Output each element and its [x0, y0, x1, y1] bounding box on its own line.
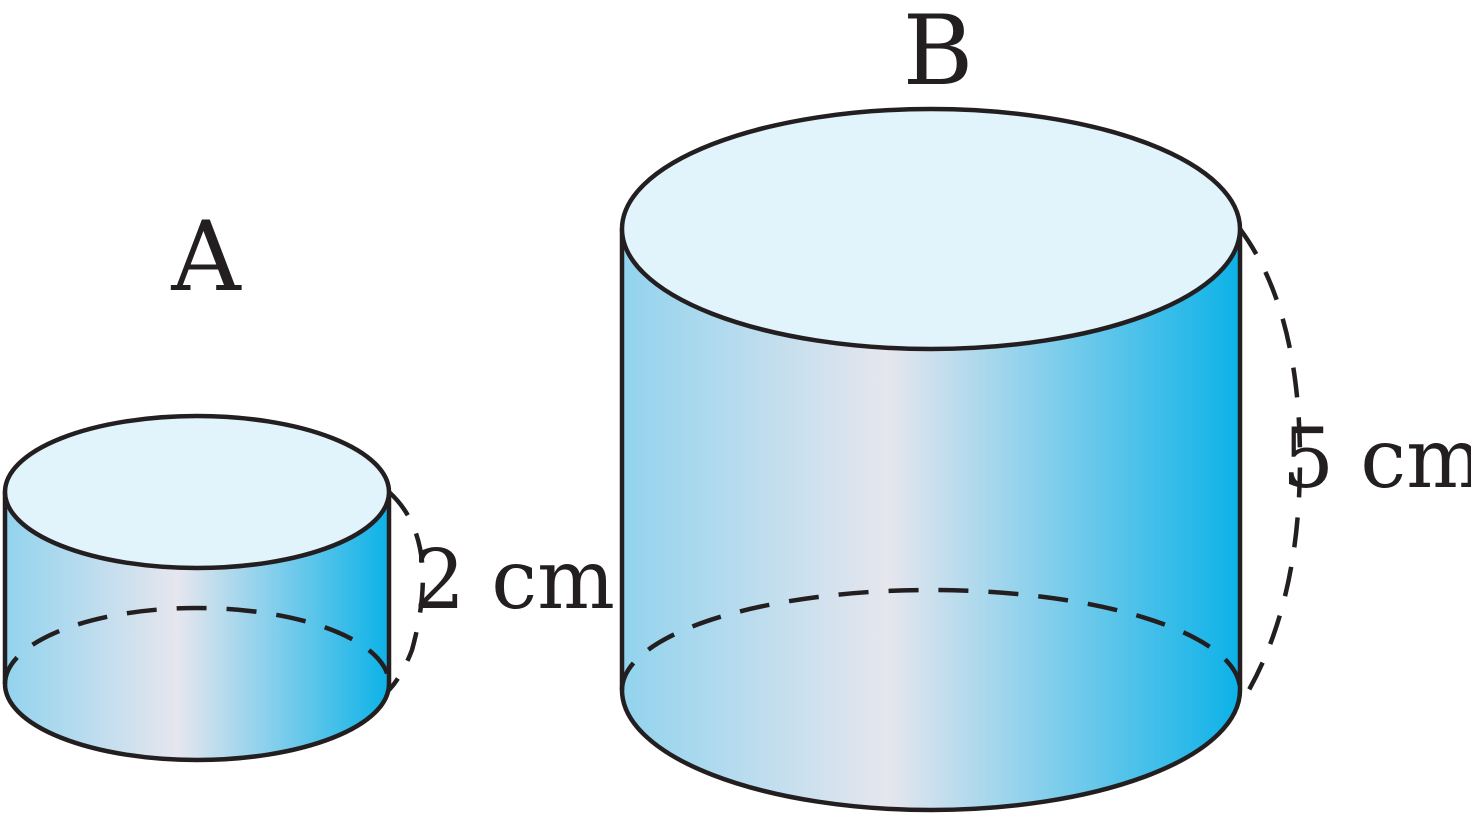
cylinder-a-height-label: 2 cm: [413, 533, 615, 628]
cylinder-b: B 5 cm: [619, 0, 1471, 813]
cylinder-a: A 2 cm: [2, 201, 615, 763]
cylinder-b-top-face: [619, 106, 1243, 352]
cylinder-a-outline: [2, 489, 392, 763]
cylinder-a-top-face: [2, 413, 392, 571]
cylinder-b-hidden-base-edge: [619, 587, 1243, 691]
cylinder-b-height-label: 5 cm: [1282, 412, 1471, 507]
cylinder-b-side: [622, 229, 1240, 810]
cylinder-a-label: A: [170, 201, 242, 313]
cylinder-a-hidden-base-edge: [2, 605, 392, 685]
cylinder-b-outline: [619, 226, 1243, 813]
cylinder-b-height-marker: [1238, 227, 1303, 707]
cylinder-b-label: B: [903, 0, 974, 107]
